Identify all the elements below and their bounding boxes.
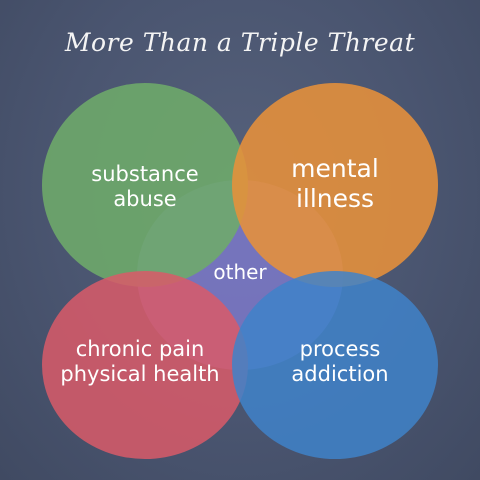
circle-process-addiction bbox=[232, 271, 438, 459]
label-process-addiction: process addiction bbox=[291, 337, 389, 387]
circle-mental-illness bbox=[232, 83, 438, 287]
label-chronic-pain-physical-health: chronic pain physical health bbox=[60, 337, 220, 387]
label-mental-illness: mental illness bbox=[291, 154, 379, 213]
label-other: other bbox=[213, 260, 267, 284]
slide-title: More Than a Triple Threat bbox=[64, 28, 416, 57]
circle-substance-abuse bbox=[42, 83, 248, 287]
label-substance-abuse: substance abuse bbox=[91, 162, 199, 212]
circle-chronic-pain bbox=[42, 271, 248, 459]
